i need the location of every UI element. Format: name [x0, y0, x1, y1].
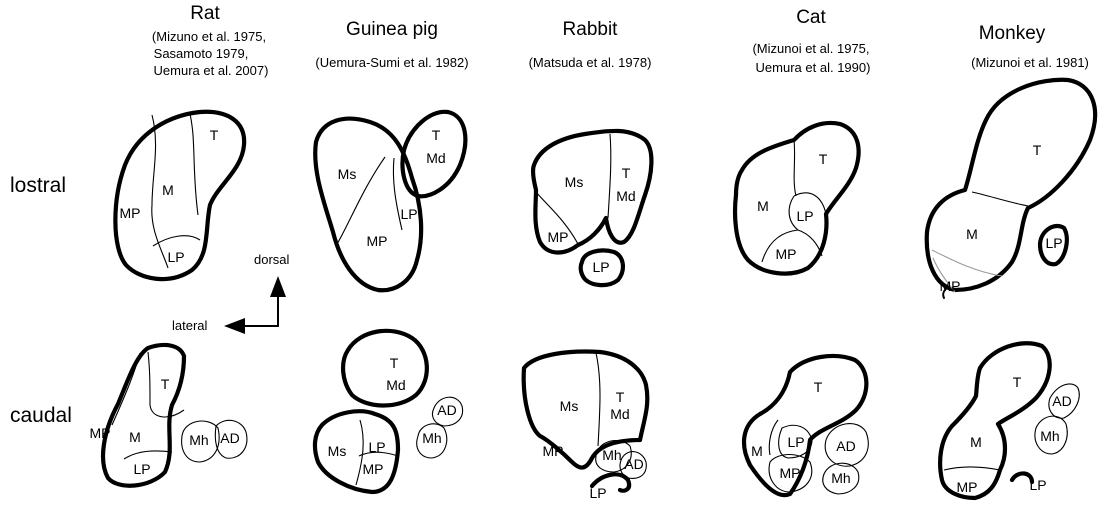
- rat-rostral-label-LP: LP: [167, 249, 184, 265]
- rat-caudal-label-Mh: Mh: [189, 432, 208, 448]
- reference-rat-2: Sasamoto 1979,: [154, 46, 249, 61]
- reference-rat-3: Uemura et al. 2007): [154, 63, 269, 78]
- monkey-caudal-label-MP: MP: [957, 479, 978, 495]
- rat-rostral-label-MP: MP: [120, 205, 141, 221]
- row-label-caudal: caudal: [10, 404, 72, 427]
- monkey-rostral-label-MP: MP: [940, 278, 961, 294]
- reference-rabbit-1: (Matsuda et al. 1978): [529, 55, 652, 70]
- cat-rostral-label-T: T: [819, 151, 828, 167]
- rat-rostral-section: T M MP LP: [115, 112, 244, 279]
- rabbit-caudal-label-Md: Md: [610, 406, 629, 422]
- guinea-pig-rostral-label-T: T: [432, 127, 441, 143]
- cat-rostral-label-LP: LP: [796, 208, 813, 224]
- cat-caudal-label-MP: MP: [780, 465, 801, 481]
- cat-caudal-label-M: M: [751, 443, 763, 459]
- rabbit-rostral-label-T: T: [622, 165, 631, 181]
- cat-caudal-label-T: T: [814, 379, 823, 395]
- header-guinea-pig: Guinea pig (Uemura-Sumi et al. 1982): [315, 19, 468, 70]
- guinea-pig-rostral-label-Ms: Ms: [338, 166, 357, 182]
- monkey-caudal-label-LP: LP: [1029, 477, 1046, 493]
- rat-caudal-label-AD: AD: [220, 430, 239, 446]
- guinea-pig-rostral-label-LP: LP: [400, 206, 417, 222]
- reference-guinea-pig-1: (Uemura-Sumi et al. 1982): [315, 55, 468, 70]
- guinea-pig-rostral-label-MP: MP: [367, 233, 388, 249]
- cat-rostral-label-M: M: [757, 198, 769, 214]
- rat-caudal-label-T: T: [161, 376, 170, 392]
- cat-caudal-label-LP: LP: [787, 434, 804, 450]
- rat-caudal-label-LP: LP: [133, 461, 150, 477]
- reference-monkey-1: (Mizunoi et al. 1981): [971, 55, 1089, 70]
- species-name-cat: Cat: [796, 7, 826, 28]
- lateral-label: lateral: [172, 318, 208, 333]
- cat-rostral-label-MP: MP: [776, 246, 797, 262]
- monkey-rostral-label-LP: LP: [1045, 235, 1062, 251]
- guinea-pig-caudal-label-LP: LP: [368, 439, 385, 455]
- monkey-rostral-label-M: M: [966, 226, 978, 242]
- rabbit-rostral-label-Md: Md: [616, 188, 635, 204]
- header-cat: Cat (Mizunoi et al. 1975, Uemura et al. …: [752, 7, 870, 75]
- guinea-pig-rostral-section: Ms MP LP T Md: [315, 112, 465, 290]
- reference-cat-2: Uemura et al. 1990): [756, 60, 871, 75]
- monkey-caudal-section: T M MP AD Mh LP: [940, 343, 1079, 498]
- guinea-pig-caudal-label-Mh: Mh: [422, 430, 441, 446]
- guinea-pig-caudal-label-Ms: Ms: [328, 443, 347, 459]
- dorsal-label: dorsal: [254, 252, 290, 267]
- rabbit-caudal-label-T: T: [616, 389, 625, 405]
- dorsal-arrow-head: [270, 276, 286, 297]
- header-rat: Rat (Mizuno et al. 1975, Sasamoto 1979, …: [152, 3, 269, 78]
- monkey-caudal-label-AD: AD: [1052, 393, 1071, 409]
- monkey-caudal-label-Mh: Mh: [1040, 428, 1059, 444]
- rabbit-rostral-label-LP: LP: [592, 259, 609, 275]
- header-monkey: Monkey (Mizunoi et al. 1981): [971, 23, 1089, 70]
- cat-rostral-section: T M LP MP: [735, 123, 859, 274]
- cat-caudal-section: T M LP MP AD Mh: [744, 356, 868, 495]
- species-name-guinea-pig: Guinea pig: [346, 19, 438, 40]
- rabbit-caudal-label-Ms: Ms: [560, 398, 579, 414]
- guinea-pig-caudal-label-MP: MP: [363, 461, 384, 477]
- species-name-rat: Rat: [190, 3, 220, 24]
- guinea-pig-rostral-label-Md: Md: [426, 150, 445, 166]
- rabbit-caudal-label-AD: AD: [624, 456, 643, 472]
- header-rabbit: Rabbit (Matsuda et al. 1978): [529, 19, 652, 70]
- rat-rostral-label-T: T: [210, 127, 219, 143]
- orientation-indicator: dorsal lateral: [172, 252, 290, 334]
- rabbit-rostral-section: Ms T Md MP LP: [533, 131, 651, 285]
- rat-caudal-label-M: M: [129, 429, 141, 445]
- row-label-rostral: lostral: [10, 174, 66, 197]
- monkey-caudal-label-T: T: [1013, 374, 1022, 390]
- reference-cat-1: (Mizunoi et al. 1975,: [752, 41, 869, 56]
- rabbit-rostral-label-MP: MP: [548, 229, 569, 245]
- rat-caudal-section: T M MP LP Mh AD: [90, 345, 247, 486]
- species-name-monkey: Monkey: [979, 23, 1046, 44]
- rabbit-caudal-label-MP: MP: [543, 443, 564, 459]
- guinea-pig-caudal-label-T: T: [390, 355, 399, 371]
- reference-rat-1: (Mizuno et al. 1975,: [152, 29, 266, 44]
- lateral-arrow-head: [224, 318, 245, 334]
- cat-caudal-label-AD: AD: [836, 438, 855, 454]
- guinea-pig-caudal-label-AD: AD: [437, 402, 456, 418]
- cat-caudal-label-Mh: Mh: [831, 470, 850, 486]
- rabbit-rostral-label-Ms: Ms: [565, 174, 584, 190]
- guinea-pig-caudal-label-Md: Md: [386, 377, 405, 393]
- rabbit-caudal-section: Ms T Md MP Mh AD LP: [524, 352, 648, 501]
- rat-caudal-label-MP: MP: [90, 425, 111, 441]
- guinea-pig-caudal-section: T Md Ms LP MP AD Mh: [315, 331, 463, 492]
- monkey-caudal-label-M: M: [970, 434, 982, 450]
- species-name-rabbit: Rabbit: [563, 19, 619, 40]
- rat-rostral-label-M: M: [162, 182, 174, 198]
- monkey-rostral-section: T M LP MP: [927, 80, 1095, 298]
- rabbit-caudal-label-LP: LP: [589, 485, 606, 501]
- rabbit-caudal-label-Mh: Mh: [602, 447, 621, 463]
- monkey-rostral-label-T: T: [1033, 142, 1042, 158]
